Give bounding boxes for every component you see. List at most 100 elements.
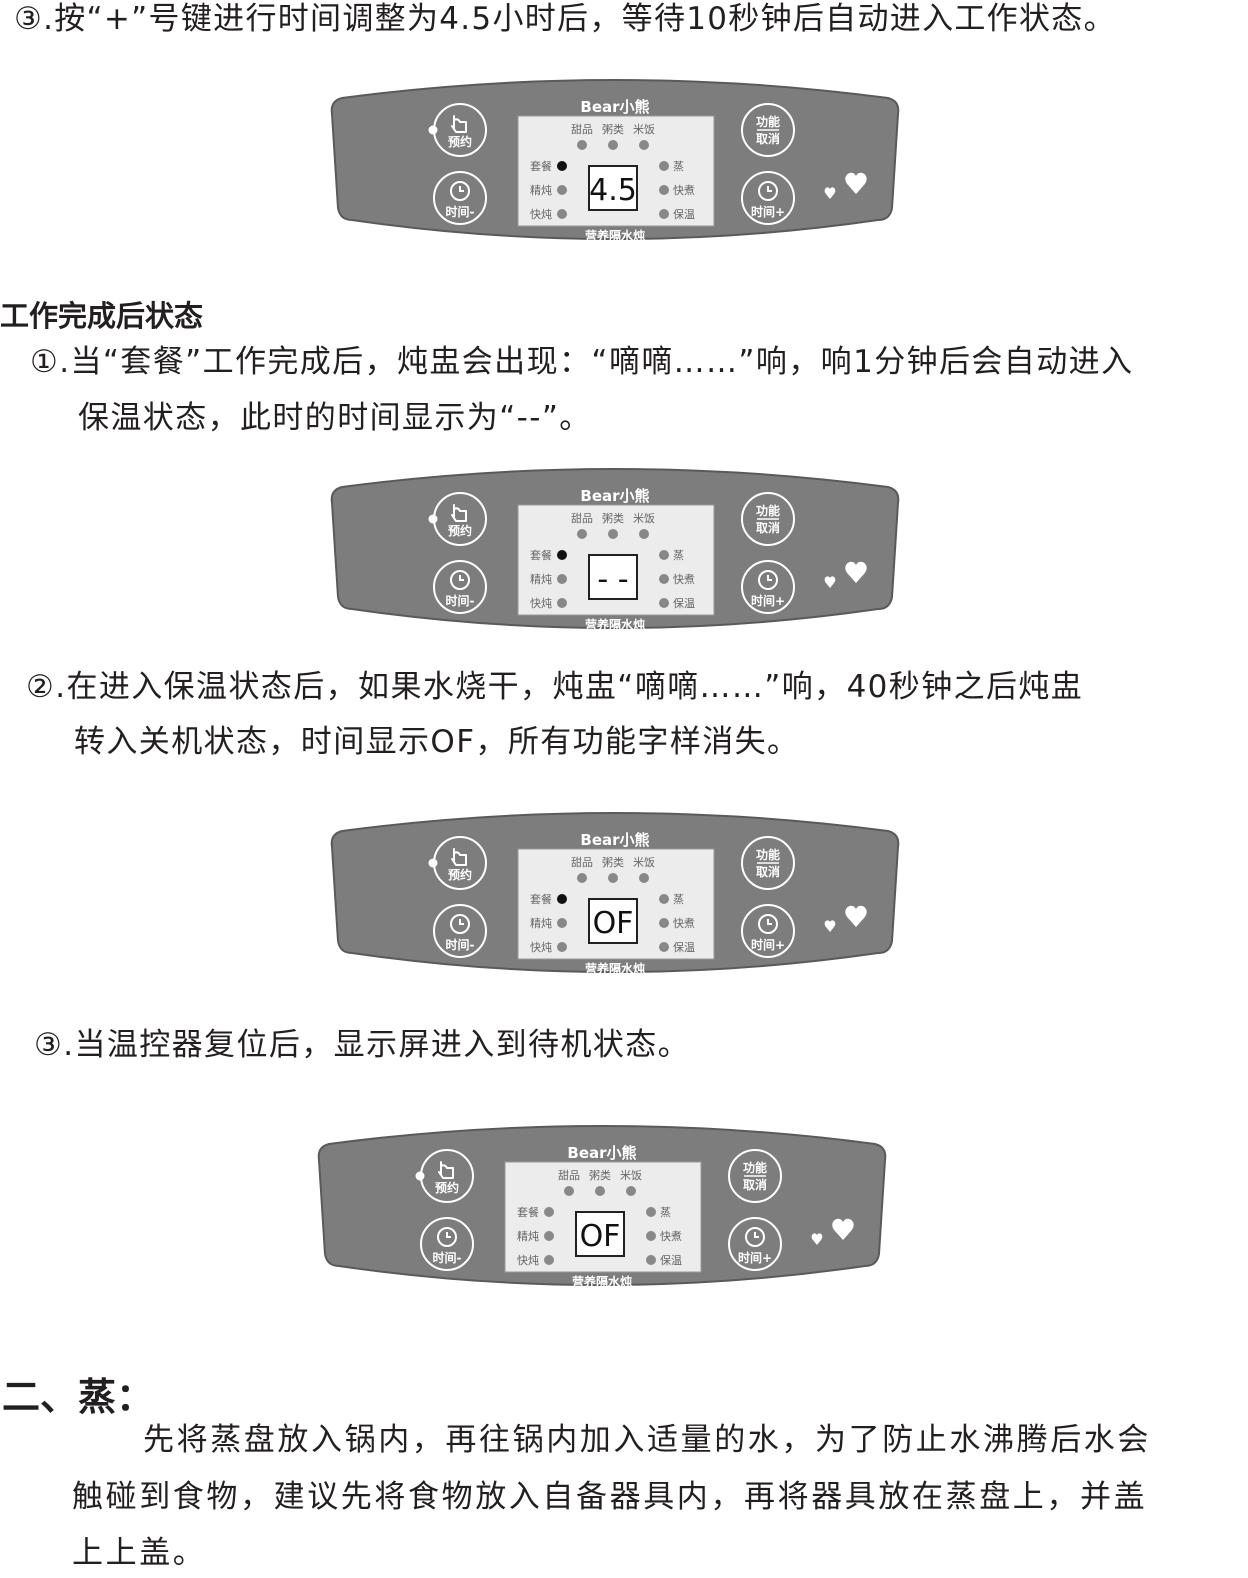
porridge-indicator — [595, 1186, 605, 1196]
step3-adjust-text: ③.按“+”号键进行时间调整为4.5小时后，等待10秒钟后自动进入工作状态。 — [14, 1, 1116, 37]
hand-icon — [451, 848, 467, 866]
rice-label: 米饭 — [633, 512, 655, 525]
porridge-label: 粥类 — [589, 1168, 611, 1182]
time-readout-box — [588, 165, 638, 211]
dessert-indicator — [564, 1186, 574, 1196]
set-meal-indicator — [557, 894, 567, 904]
control-panel-svg: Bear小熊 预约 时间- 功能 取消 时间+ — [330, 79, 900, 243]
porridge-indicator — [608, 873, 618, 883]
set-meal-label: 套餐 — [530, 548, 552, 562]
preset-label: 预约 — [448, 867, 472, 882]
time-minus-button[interactable]: 时间- — [433, 171, 487, 225]
rice-indicator — [639, 140, 649, 150]
brand-logo: Bear小熊 — [580, 98, 649, 116]
after2-line1: ②.在进入保温状态后，如果水烧干，炖盅“嘀嘀……”响，40秒钟之后炖盅 — [26, 669, 1084, 705]
steam-label: 蒸 — [673, 160, 684, 173]
rice-indicator — [626, 1186, 636, 1196]
steam-indicator — [659, 894, 669, 904]
hand-icon — [438, 1161, 454, 1179]
quick-stew-label: 快炖 — [530, 208, 552, 221]
time-readout-box — [588, 898, 638, 944]
fine-stew-label: 精炖 — [530, 184, 552, 197]
quick-stew-label: 快炖 — [517, 1254, 539, 1267]
rice-label: 米饭 — [633, 123, 655, 136]
clock-icon — [450, 181, 470, 201]
fine-stew-label: 精炖 — [517, 1230, 539, 1243]
time-plus-label: 时间+ — [738, 1250, 772, 1265]
quick-stew-indicator — [544, 1255, 554, 1265]
time-minus-button[interactable]: 时间- — [420, 1217, 474, 1271]
cancel-label: 取消 — [756, 131, 780, 146]
fine-stew-indicator — [557, 574, 567, 584]
quick-boil-label: 快煮 — [673, 184, 695, 197]
function-cancel-button[interactable]: 功能 取消 — [728, 1149, 782, 1203]
keep-warm-indicator — [659, 598, 669, 608]
preset-button[interactable]: 预约 — [428, 103, 487, 157]
control-panel-2: Bear小熊 预约 时间- 功能 取消 时间+ — [330, 457, 900, 637]
porridge-indicator — [608, 140, 618, 150]
quick-boil-label: 快煮 — [673, 917, 695, 930]
fine-stew-indicator — [557, 185, 567, 195]
time-minus-button[interactable]: 时间- — [433, 560, 487, 614]
panel-footer-text: 营养隔水炖 — [585, 617, 645, 632]
keep-warm-label: 保温 — [673, 940, 695, 954]
time-minus-label: 时间- — [446, 937, 475, 952]
clock-icon — [450, 914, 470, 934]
porridge-indicator — [608, 529, 618, 539]
fine-stew-label: 精炖 — [530, 573, 552, 586]
dessert-label: 甜品 — [558, 1169, 580, 1182]
steam-indicator — [646, 1207, 656, 1217]
quick-stew-indicator — [557, 209, 567, 219]
dessert-label: 甜品 — [571, 512, 593, 525]
time-plus-button[interactable]: 时间+ — [741, 560, 795, 614]
rice-label: 米饭 — [633, 856, 655, 869]
quick-stew-label: 快炖 — [530, 941, 552, 954]
preset-label: 预约 — [448, 523, 472, 538]
preset-button[interactable]: 预约 — [415, 1149, 474, 1203]
time-plus-button[interactable]: 时间+ — [728, 1217, 782, 1271]
steam-indicator — [659, 161, 669, 171]
time-readout: - - — [597, 562, 628, 597]
brand-logo: Bear小熊 — [567, 1144, 636, 1162]
rice-label: 米饭 — [620, 1169, 642, 1182]
time-readout: OF — [593, 906, 634, 941]
keep-warm-label: 保温 — [660, 1253, 682, 1267]
panel-brand-text: Bear小熊 — [580, 98, 649, 116]
time-plus-button[interactable]: 时间+ — [741, 171, 795, 225]
keep-warm-indicator — [659, 209, 669, 219]
steam-label: 蒸 — [673, 549, 684, 562]
quick-boil-label: 快煮 — [673, 573, 695, 586]
preset-button[interactable]: 预约 — [428, 836, 487, 890]
time-plus-label: 时间+ — [751, 937, 785, 952]
set-meal-indicator — [544, 1207, 554, 1217]
time-readout: OF — [580, 1219, 621, 1254]
function-cancel-button[interactable]: 功能 取消 — [741, 103, 795, 157]
time-readout-box — [575, 1211, 625, 1257]
fine-stew-indicator — [544, 1231, 554, 1241]
time-minus-label: 时间- — [446, 204, 475, 219]
clock-icon — [758, 181, 778, 201]
set-meal-label: 套餐 — [530, 159, 552, 173]
time-plus-button[interactable]: 时间+ — [741, 904, 795, 958]
time-minus-button[interactable]: 时间- — [433, 904, 487, 958]
function-cancel-button[interactable]: 功能 取消 — [741, 836, 795, 890]
preset-button[interactable]: 预约 — [428, 492, 487, 546]
steam-line2: 触碰到食物，建议先将食物放入自备器具内，再将器具放在蒸盘上，并盖 — [72, 1479, 1148, 1515]
set-meal-label: 套餐 — [517, 1205, 539, 1219]
time-plus-label: 时间+ — [751, 593, 785, 608]
function-cancel-button[interactable]: 功能 取消 — [741, 492, 795, 546]
panel-brand-text: Bear小熊 — [580, 831, 649, 849]
time-minus-label: 时间- — [433, 1250, 462, 1265]
function-label: 功能 — [756, 114, 780, 129]
panel-brand-text: Bear小熊 — [567, 1144, 636, 1162]
control-panel-1: Bear小熊 预约 时间- 功能 取消 时间+ — [330, 68, 900, 248]
function-label: 功能 — [756, 503, 780, 518]
cancel-label: 取消 — [756, 520, 780, 535]
set-meal-label: 套餐 — [530, 892, 552, 906]
control-panel-3: Bear小熊 预约 时间- 功能 取消 时间+ — [330, 801, 900, 981]
keep-warm-indicator — [646, 1255, 656, 1265]
porridge-label: 粥类 — [602, 122, 624, 136]
dessert-label: 甜品 — [571, 123, 593, 136]
hearts-icon — [824, 561, 867, 588]
rice-indicator — [639, 529, 649, 539]
